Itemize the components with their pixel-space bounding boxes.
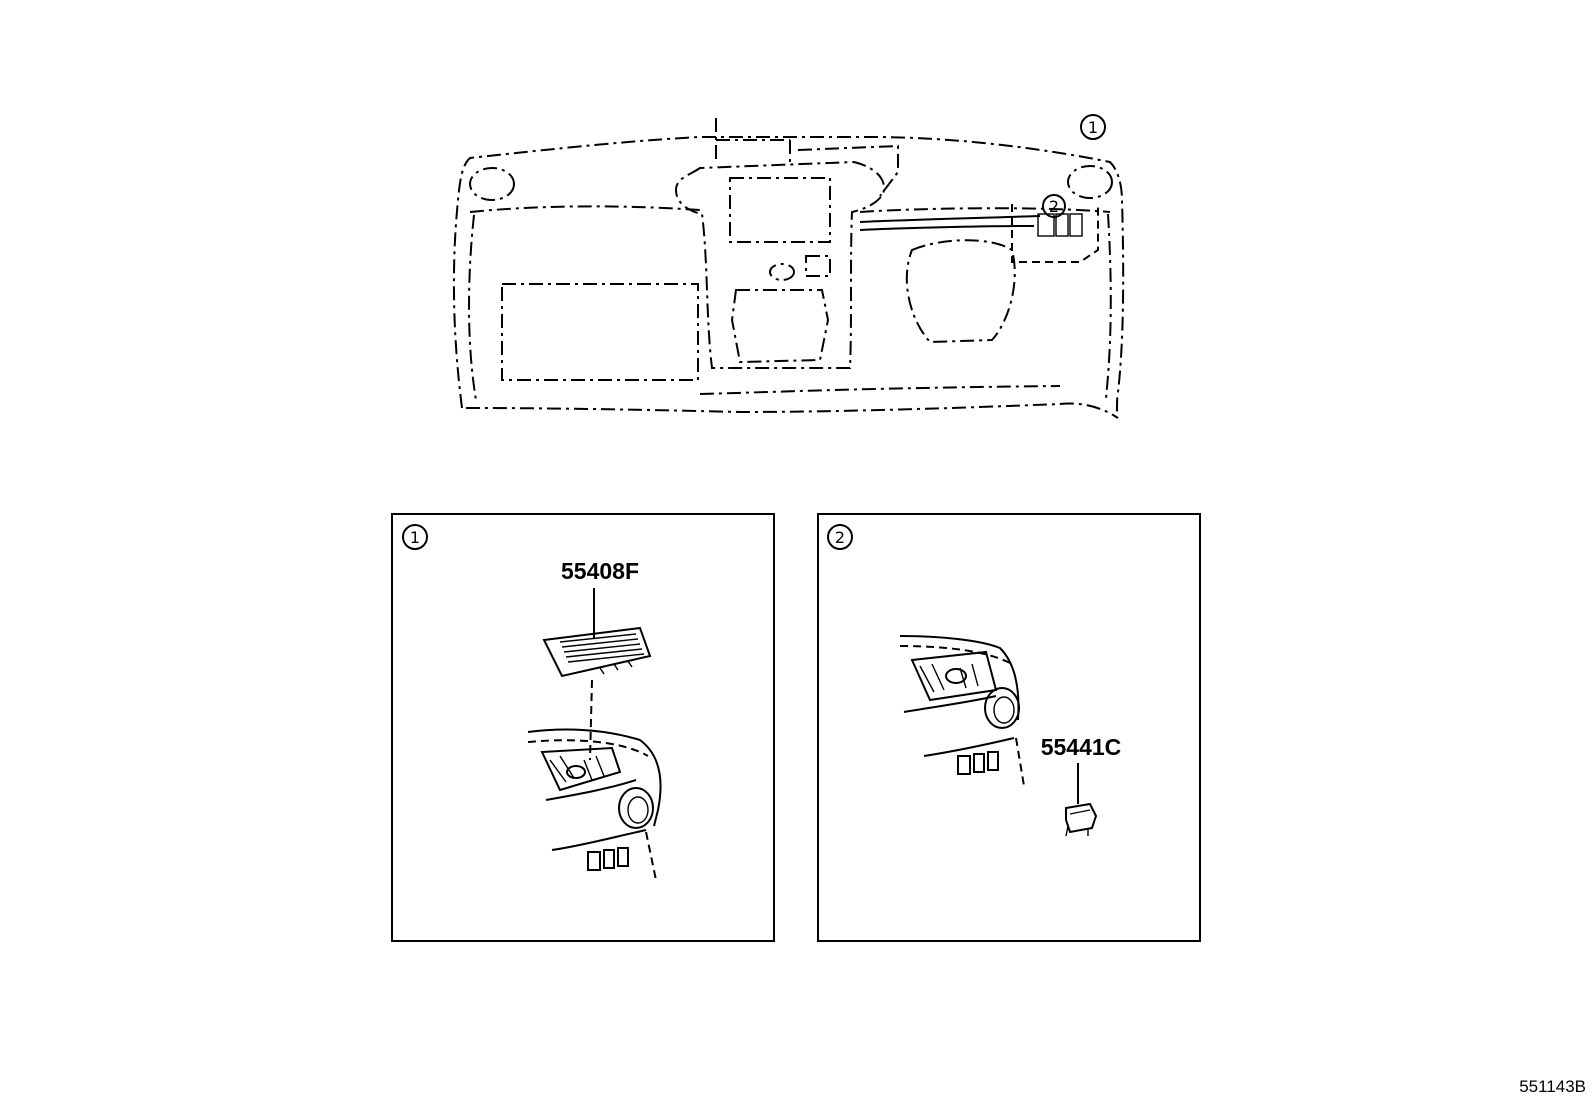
part-number-55441C[interactable]: 55441C <box>1041 734 1122 760</box>
detail-2-frame <box>817 513 1201 942</box>
detail-1-dash-corner <box>527 728 662 881</box>
part-number-55408F[interactable]: 55408F <box>561 558 639 584</box>
detail-2-callout[interactable]: 2 <box>827 524 853 550</box>
overview-callout-2[interactable]: 2 <box>1042 194 1066 218</box>
detail-1-callout[interactable]: 1 <box>402 524 428 550</box>
speaker-grille-part-55408F[interactable] <box>542 626 652 678</box>
svg-text:1: 1 <box>410 528 420 547</box>
left-panel-box <box>501 283 699 381</box>
svg-text:2: 2 <box>1049 197 1059 216</box>
overview-callout-1[interactable]: 1 <box>1080 114 1106 140</box>
center-lower-module <box>730 289 830 364</box>
svg-text:2: 2 <box>835 528 845 547</box>
instrument-panel-overview: 1 2 <box>452 114 1125 419</box>
right-vent-round <box>1067 165 1113 199</box>
center-stack <box>674 160 886 369</box>
detail-panel-2: 2 55441C <box>817 513 1201 942</box>
detail-1-frame <box>391 513 775 942</box>
detail-panel-1: 1 55408F <box>391 513 775 942</box>
switch-cover-part-55441C[interactable] <box>1065 802 1098 837</box>
svg-text:1: 1 <box>1088 118 1098 137</box>
center-display <box>729 177 831 243</box>
left-vent-round <box>469 167 515 201</box>
detail-2-dash-corner <box>899 635 1025 787</box>
steering-column-opening <box>905 239 1016 344</box>
figure-code: 551143B <box>1519 1077 1586 1096</box>
